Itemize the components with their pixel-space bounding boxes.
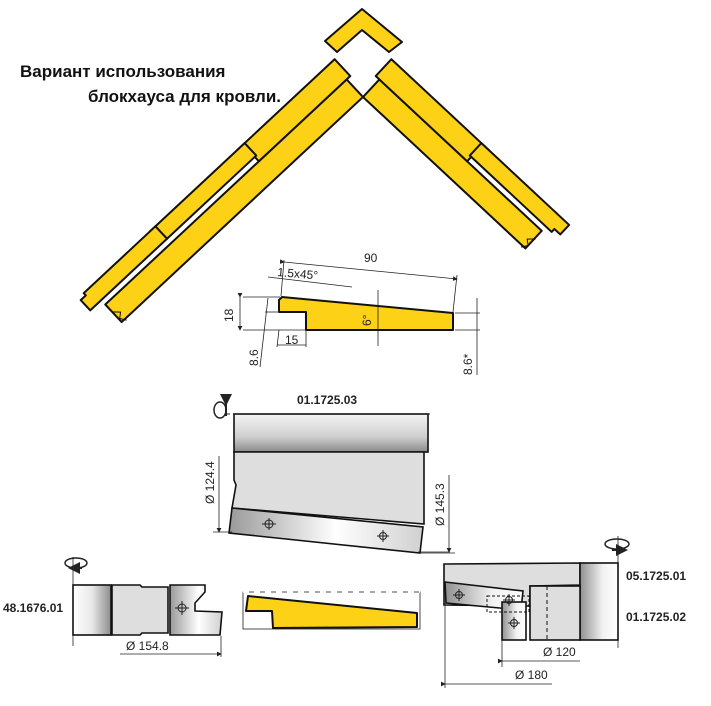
roof-left-slope (79, 58, 364, 324)
rotation-icon (64, 557, 88, 574)
dim-width-90: 90 (364, 251, 378, 265)
roof-ridge-cap (324, 8, 403, 53)
rotation-icon (604, 538, 630, 556)
cutter-48-1676-01: 48.1676.01 Ø 154.8 (3, 557, 223, 657)
title-line-1: Вариант использования (20, 62, 225, 81)
dim-tongue-height: 8.6 (247, 349, 261, 366)
dim-chamfer: 1.5x45° (277, 265, 319, 283)
cutter-right-diameter-inner: Ø 120 (543, 645, 576, 659)
profile-drawing: 90 1.5x45° 18 8.6 15 6° 8.6* (222, 251, 480, 375)
cutter-top-diameter-large: Ø 145.3 (433, 483, 447, 526)
cutter-right-code-top: 05.1725.01 (626, 569, 686, 583)
dim-angle: 6° (360, 314, 374, 326)
cutter-left-code: 48.1676.01 (3, 601, 63, 615)
cutter-right-code-bottom: 01.1725.02 (626, 610, 686, 624)
cutter-01-1725-03: 01.1725.03 Ø 124.4 Ø 145.3 (203, 393, 455, 554)
cutter-top-diameter-small: Ø 124.4 (203, 461, 217, 504)
profile-small (242, 591, 421, 630)
cutter-assembly-right: 05.1725.01 01.1725.02 Ø 120 Ø 180 (418, 536, 686, 688)
rotation-icon (213, 394, 232, 419)
cutter-right-diameter-outer: Ø 180 (515, 668, 548, 682)
dim-height-18: 18 (222, 308, 236, 322)
cutter-top-code: 01.1725.03 (297, 393, 357, 407)
roof-right-slope (362, 58, 571, 250)
title-line-2: блокхауса для кровли. (88, 87, 281, 106)
dim-tongue-width: 15 (285, 333, 299, 347)
dim-edge-thickness: 8.6* (461, 353, 475, 375)
cutter-left-diameter: Ø 154.8 (126, 639, 169, 653)
